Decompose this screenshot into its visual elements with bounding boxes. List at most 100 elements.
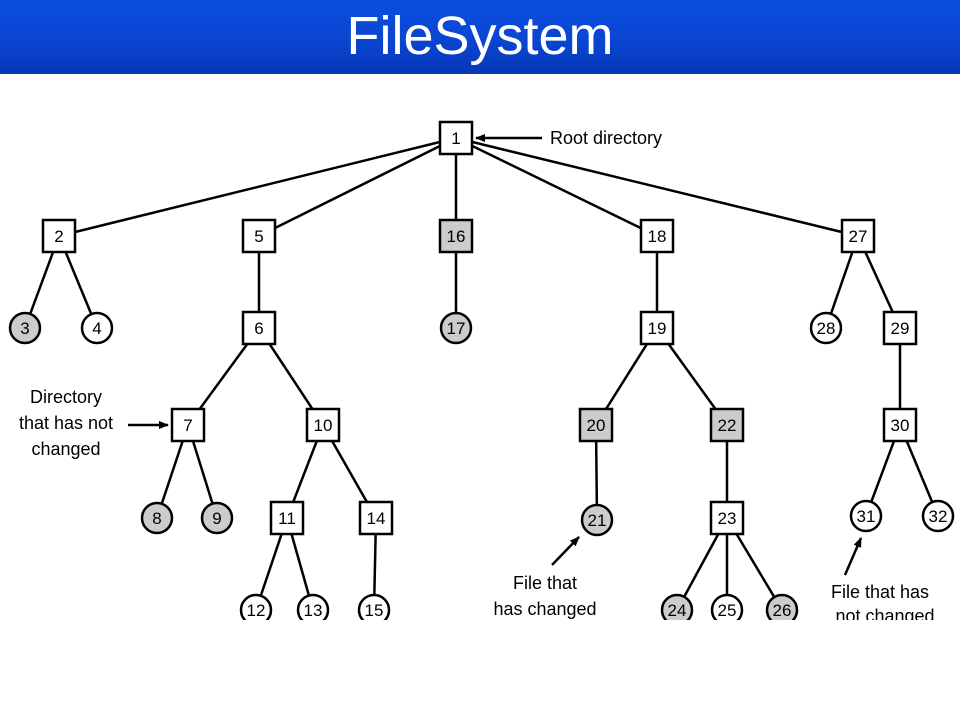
file-node-13: 13 xyxy=(296,593,330,620)
node-label: 14 xyxy=(367,509,386,528)
node-label: 4 xyxy=(92,319,101,338)
annotation-file-unchanged-line-1: File that has xyxy=(831,582,929,602)
directory-node-14: 14 xyxy=(358,500,394,536)
node-label: 23 xyxy=(718,509,737,528)
file-node-15: 15 xyxy=(357,593,391,620)
file-node-25: 25 xyxy=(710,593,744,620)
node-label: 2 xyxy=(54,227,63,246)
directory-node-23: 23 xyxy=(709,500,745,536)
file-circle xyxy=(8,311,42,345)
node-label: 19 xyxy=(648,319,667,338)
directory-box xyxy=(241,218,277,254)
file-node-24: 24 xyxy=(660,593,694,620)
node-label: 7 xyxy=(183,416,192,435)
node-label: 32 xyxy=(929,507,948,526)
page-title: FileSystem xyxy=(346,6,614,66)
annotation-dir-line-1: Directory xyxy=(30,387,102,407)
file-circle xyxy=(660,593,694,620)
directory-box xyxy=(578,407,614,443)
edge-1-27 xyxy=(455,136,859,238)
node-label: 29 xyxy=(891,319,910,338)
directory-node-18: 18 xyxy=(639,218,675,254)
node-label: 15 xyxy=(365,601,384,620)
directory-box xyxy=(882,407,918,443)
node-label: 28 xyxy=(817,319,836,338)
edge-1-2 xyxy=(58,136,457,238)
tree-edges xyxy=(23,136,940,611)
directory-node-6: 6 xyxy=(241,310,277,346)
file-circle xyxy=(80,311,114,345)
node-label: 13 xyxy=(304,601,323,620)
directory-node-1: 1 xyxy=(438,120,474,156)
directory-box xyxy=(438,120,474,156)
directory-node-7: 7 xyxy=(170,407,206,443)
file-circle xyxy=(200,501,234,535)
directory-box xyxy=(639,310,675,346)
node-label: 24 xyxy=(668,601,687,620)
title-bar: FileSystem xyxy=(0,0,960,74)
annotation-file-changed: File that has changed xyxy=(493,536,597,619)
node-label: 16 xyxy=(447,227,466,246)
node-label: 9 xyxy=(212,509,221,528)
node-label: 12 xyxy=(247,601,266,620)
directory-node-30: 30 xyxy=(882,407,918,443)
node-label: 22 xyxy=(718,416,737,435)
file-circle xyxy=(439,311,473,345)
file-node-12: 12 xyxy=(239,593,273,620)
node-label: 10 xyxy=(314,416,333,435)
node-label: 11 xyxy=(278,509,296,528)
directory-node-5: 5 xyxy=(241,218,277,254)
file-circle xyxy=(710,593,744,620)
annotation-root-line-1: Root directory xyxy=(550,128,662,148)
file-node-4: 4 xyxy=(80,311,114,345)
annotation-file-unchanged-line-2: not changed xyxy=(835,606,934,626)
file-circle xyxy=(239,593,273,620)
directory-node-22: 22 xyxy=(709,407,745,443)
file-circle xyxy=(921,499,955,533)
directory-node-10: 10 xyxy=(305,407,341,443)
annotation-file-unchanged: File that has not changed xyxy=(831,537,935,626)
directory-box xyxy=(170,407,206,443)
node-label: 17 xyxy=(447,319,466,338)
node-label: 27 xyxy=(849,227,868,246)
annotation-dir-line-3: changed xyxy=(31,439,100,459)
file-circle xyxy=(296,593,330,620)
node-label: 21 xyxy=(588,511,607,530)
directory-node-29: 29 xyxy=(882,310,918,346)
file-node-21: 21 xyxy=(580,503,614,537)
directory-box xyxy=(438,218,474,254)
file-node-9: 9 xyxy=(200,501,234,535)
node-label: 5 xyxy=(254,227,263,246)
node-label: 1 xyxy=(451,129,460,148)
directory-box xyxy=(41,218,77,254)
file-node-17: 17 xyxy=(439,311,473,345)
node-label: 20 xyxy=(587,416,606,435)
file-circle xyxy=(580,503,614,537)
directory-box xyxy=(269,500,305,536)
directory-box xyxy=(882,310,918,346)
directory-node-20: 20 xyxy=(578,407,614,443)
directory-node-11: 11 xyxy=(269,500,305,536)
node-label: 6 xyxy=(254,319,263,338)
directory-node-19: 19 xyxy=(639,310,675,346)
file-node-32: 32 xyxy=(921,499,955,533)
node-label: 25 xyxy=(718,601,737,620)
directory-box xyxy=(709,407,745,443)
edge-1-18 xyxy=(455,136,658,238)
annotation-directory-unchanged: Directory that has not changed xyxy=(19,387,169,459)
file-node-8: 8 xyxy=(140,501,174,535)
node-label: 3 xyxy=(20,319,29,338)
node-label: 26 xyxy=(773,601,792,620)
file-changed-annotation-arrow xyxy=(551,536,580,566)
directory-box xyxy=(709,500,745,536)
file-node-28: 28 xyxy=(809,311,843,345)
node-label: 18 xyxy=(648,227,667,246)
directory-node-16: 16 xyxy=(438,218,474,254)
file-circle xyxy=(357,593,391,620)
file-node-31: 31 xyxy=(849,499,883,533)
file-circle xyxy=(765,593,799,620)
directory-box xyxy=(241,310,277,346)
file-node-26: 26 xyxy=(765,593,799,620)
